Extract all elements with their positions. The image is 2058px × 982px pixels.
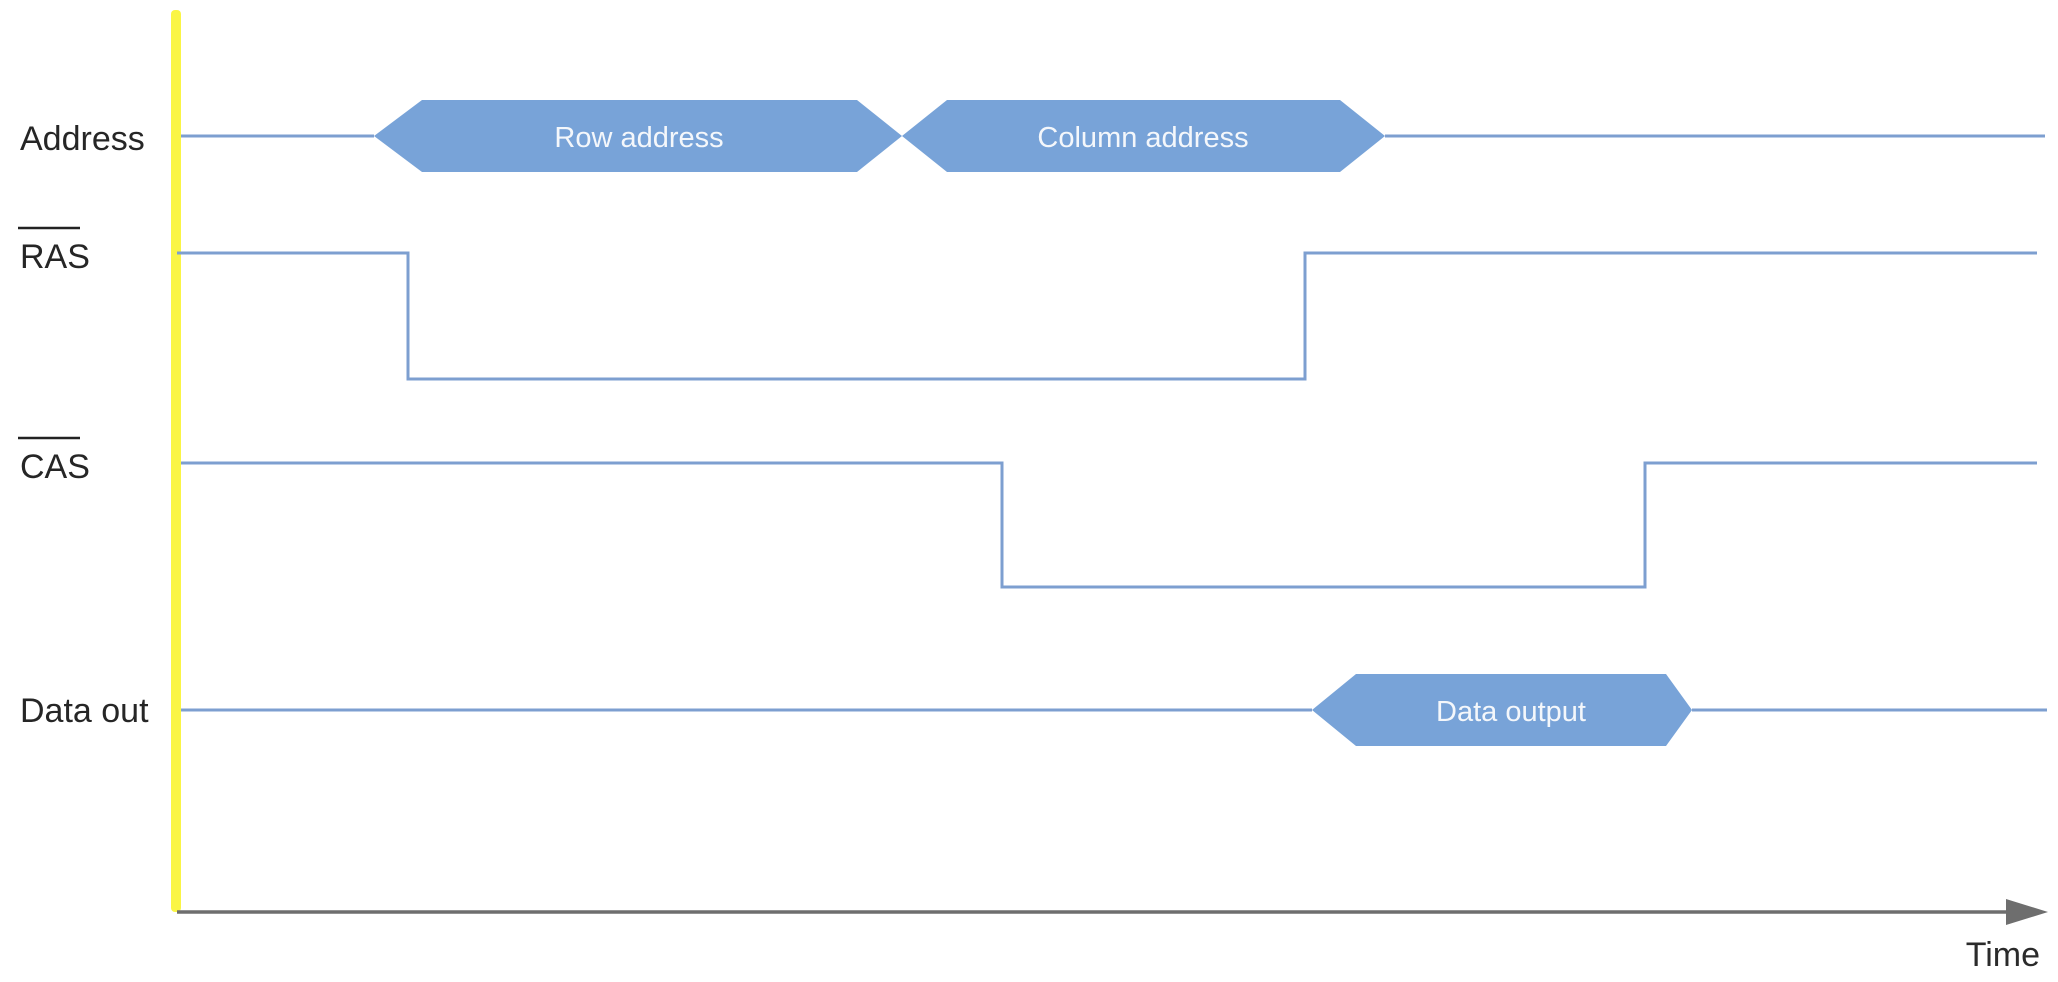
row-address-bus-label: Row address [554, 122, 723, 154]
ras-row-label: RAS [20, 238, 90, 276]
cas-signal-waveform [181, 461, 2037, 589]
time-cursor-line [171, 10, 181, 912]
row-address-bus-shape [374, 100, 902, 172]
column-address-bus-shape [902, 100, 1385, 172]
time-axis-arrowhead-icon [2006, 899, 2048, 925]
data-output-bus-label: Data output [1436, 696, 1586, 728]
time-axis-label: Time [1966, 936, 2040, 974]
cas-row-label: CAS [20, 448, 90, 486]
ras-signal-waveform [177, 251, 2037, 381]
address-row-label: Address [20, 120, 145, 158]
data-output-bus-shape [1312, 674, 1692, 746]
data-out-row-label: Data out [20, 692, 149, 730]
column-address-bus-label: Column address [1037, 122, 1248, 154]
